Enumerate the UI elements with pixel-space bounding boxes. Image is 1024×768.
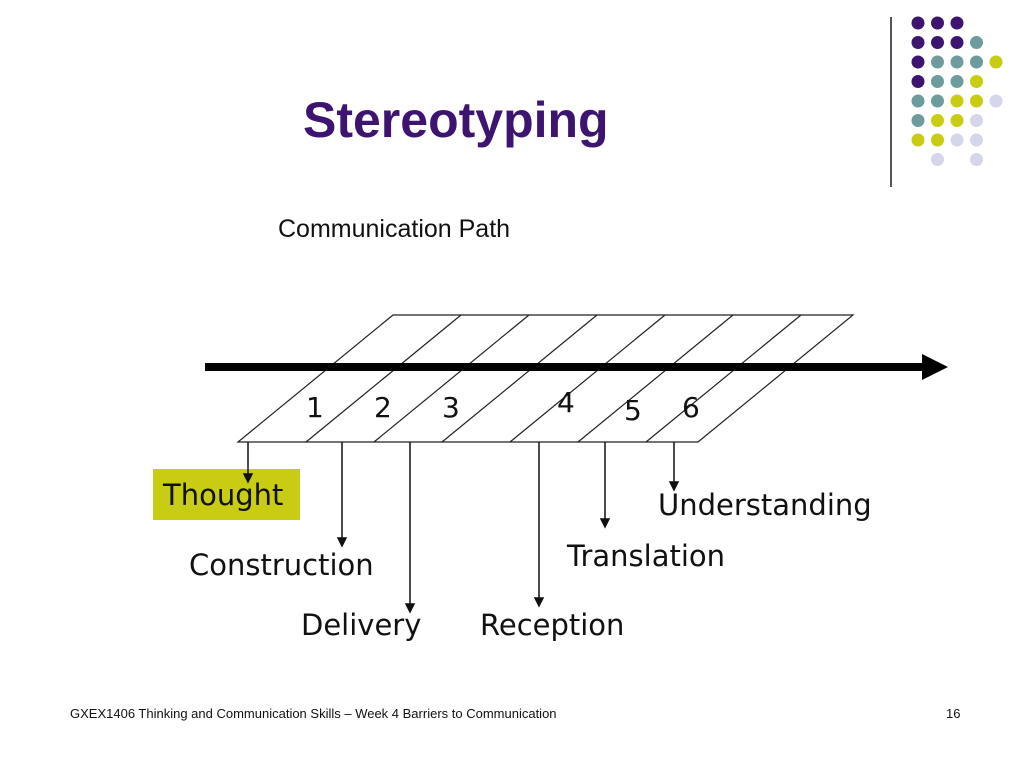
decorative-dot (970, 94, 983, 108)
segment-divider (645, 314, 802, 443)
decorative-dot (931, 16, 944, 30)
arrow-to-construction (336, 537, 348, 548)
segment-divider (441, 314, 598, 443)
decorative-dot (950, 94, 964, 108)
stage-label-delivery: Delivery (301, 608, 422, 642)
decorative-dot (970, 153, 983, 166)
decorative-dot (931, 75, 944, 88)
slide-title: Stereotyping (303, 92, 609, 148)
arrow-to-thought (242, 473, 254, 484)
arrow-to-reception (533, 597, 545, 608)
decorative-dot (931, 55, 944, 69)
diagram-subtitle: Communication Path (278, 215, 511, 243)
main-path-arrow-head (922, 354, 948, 380)
decorative-dot (911, 114, 925, 127)
segment-number-5: 5 (624, 394, 642, 427)
decorative-dot (911, 55, 925, 69)
decorative-dot (950, 55, 964, 69)
decorative-dot (989, 55, 1003, 69)
footer-page-number: 16 (946, 706, 961, 721)
path-parallelogram (236, 314, 855, 443)
arrow-to-delivery (404, 603, 416, 614)
stage-label-construction: Construction (189, 548, 374, 582)
decorative-dot (950, 75, 964, 88)
decorative-dot-grid (911, 16, 1003, 166)
segment-divider (373, 314, 530, 443)
decorative-dot (911, 16, 925, 30)
stage-label-understanding: Understanding (658, 488, 872, 522)
thought-highlight-box (153, 469, 300, 520)
decorative-dot (931, 153, 944, 166)
stage-label-thought: Thought (163, 478, 284, 512)
decorative-dot (970, 133, 983, 147)
segment-divider (509, 314, 666, 443)
segment-divider (577, 314, 734, 443)
decorative-dot (970, 36, 983, 49)
segment-divider (305, 314, 462, 443)
segment-number-4: 4 (557, 386, 575, 419)
decorative-dot (931, 133, 944, 147)
decorative-dot (950, 114, 964, 127)
decorative-dot (931, 114, 944, 127)
decorative-dot (989, 94, 1003, 108)
decorative-dot (911, 133, 925, 147)
stage-label-translation: Translation (567, 539, 726, 573)
decorative-dot (911, 75, 925, 88)
segment-number-3: 3 (442, 391, 460, 424)
decorative-dot (911, 94, 925, 108)
decorative-dot (970, 75, 983, 88)
arrow-to-translation (599, 518, 611, 529)
arrow-to-understanding (668, 481, 680, 492)
decorative-dot (911, 36, 925, 49)
decorative-dot (931, 94, 944, 108)
decorative-dot (950, 133, 964, 147)
segment-number-1: 1 (306, 391, 324, 424)
stage-label-reception: Reception (480, 608, 625, 642)
decorative-dot (950, 36, 964, 49)
decorative-dot (970, 55, 983, 69)
decorative-dot (931, 36, 944, 49)
decorative-divider (890, 17, 892, 187)
segment-number-2: 2 (374, 391, 392, 424)
decorative-dot (950, 16, 964, 30)
decorative-dot (970, 114, 983, 127)
footer-course-text: GXEX1406 Thinking and Communication Skil… (70, 706, 557, 721)
segment-number-6: 6 (682, 391, 700, 424)
